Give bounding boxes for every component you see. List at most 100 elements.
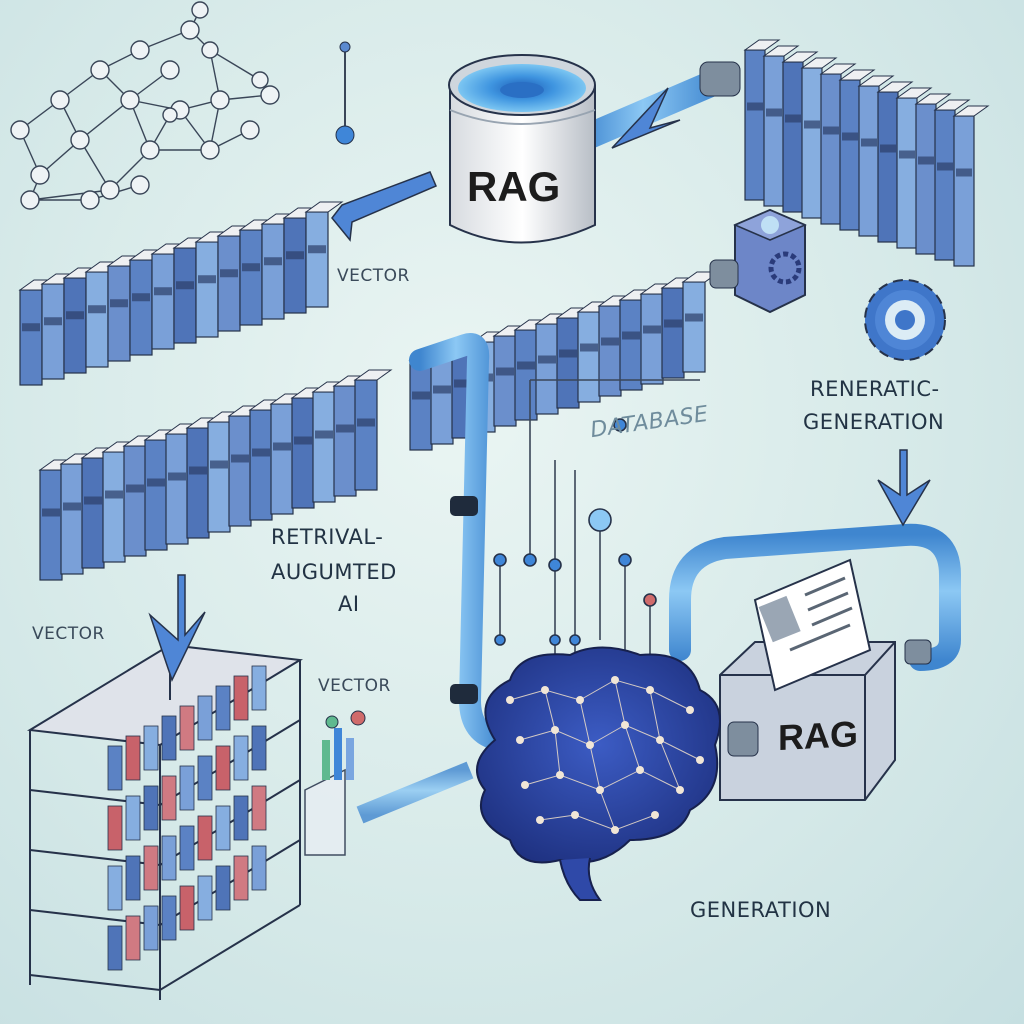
book-spine	[217, 235, 241, 332]
book-top	[876, 81, 914, 93]
shelf-book	[107, 805, 123, 851]
book-spine	[249, 409, 273, 521]
book-spine	[60, 463, 84, 575]
book-spine	[107, 265, 131, 362]
shelf-book	[233, 855, 249, 901]
book-spine	[915, 103, 937, 255]
book-band	[842, 132, 858, 141]
book-band	[918, 156, 934, 165]
book-band	[601, 337, 619, 346]
book-spine	[228, 415, 252, 527]
book-spine	[19, 289, 43, 386]
shelf-book	[125, 915, 141, 961]
shelf-book	[251, 845, 267, 891]
book-band	[252, 448, 270, 457]
shelf-book	[143, 725, 159, 771]
shelf-book	[107, 865, 123, 911]
book-band	[84, 496, 102, 505]
book-band	[154, 287, 172, 296]
book-band	[766, 108, 782, 117]
shelf-book	[215, 865, 231, 911]
vector-stand	[304, 710, 474, 856]
shelf-book	[179, 765, 195, 811]
book-spine	[207, 421, 231, 533]
pipe-vertical	[409, 333, 511, 751]
book-spine	[877, 91, 899, 243]
database-lines	[493, 379, 700, 700]
book-band	[899, 150, 915, 159]
shelf-book	[251, 785, 267, 831]
book-spine	[744, 49, 766, 201]
vector-mid-label: VECTOR	[318, 676, 391, 696]
book-spine	[354, 379, 378, 491]
shelf-book	[233, 675, 249, 721]
shelf-book	[107, 745, 123, 791]
retrieval-line2: AUGUMTED	[271, 560, 397, 584]
shelf-book	[197, 695, 213, 741]
book-spine	[41, 283, 65, 380]
book-spine	[535, 323, 559, 415]
book-spine	[896, 97, 918, 249]
book-band	[622, 331, 640, 340]
book-spine	[102, 451, 126, 563]
book-spine	[195, 241, 219, 338]
book-band	[664, 319, 682, 328]
renerative-line2: GENERATION	[803, 410, 945, 434]
book-row-lower	[408, 271, 721, 451]
shelf-book	[125, 795, 141, 841]
book-spine	[839, 79, 861, 231]
rag-top-label: RAG	[467, 163, 561, 210]
book-spine	[556, 317, 580, 409]
book-band	[220, 269, 238, 278]
book-spine	[312, 391, 336, 503]
book-band	[198, 275, 216, 284]
book-spine	[682, 281, 706, 373]
book-spine	[661, 287, 685, 379]
book-top	[304, 201, 344, 213]
book-top	[838, 69, 876, 81]
gear-icon	[864, 279, 946, 361]
renerative-line1: RENERATIC-	[810, 377, 940, 401]
book-band	[643, 325, 661, 334]
book-spine	[820, 73, 842, 225]
shelf-book	[161, 715, 177, 761]
book-spine	[123, 445, 147, 557]
book-spine	[291, 397, 315, 509]
book-band	[286, 251, 304, 260]
database-cylinder-icon	[448, 54, 596, 244]
shelf-book	[197, 815, 213, 861]
book-row-upper	[18, 201, 344, 386]
book-band	[105, 490, 123, 499]
book-spine	[934, 109, 956, 261]
network-graph-icon	[10, 1, 280, 210]
book-band	[496, 367, 514, 376]
shelf-book	[215, 805, 231, 851]
arrow-down-left	[148, 574, 206, 682]
book-spine	[144, 439, 168, 551]
book-band	[747, 102, 763, 111]
book-spine	[261, 223, 285, 320]
book-spine	[39, 469, 63, 581]
book-band	[63, 502, 81, 511]
retrieval-line3: AI	[338, 592, 360, 616]
book-band	[412, 391, 430, 400]
book-band	[147, 478, 165, 487]
shelf-book	[233, 795, 249, 841]
book-band	[308, 245, 326, 254]
shelf-book	[143, 905, 159, 951]
book-spine	[801, 67, 823, 219]
book-spine	[239, 229, 263, 326]
shelf-book	[161, 895, 177, 941]
rag-box	[719, 558, 896, 801]
pipe-top	[567, 61, 741, 153]
shelf-book	[161, 835, 177, 881]
book-spine	[858, 85, 880, 237]
book-band	[132, 293, 150, 302]
book-band	[264, 257, 282, 266]
book-spine	[81, 457, 105, 569]
book-spine	[63, 277, 87, 374]
book-band	[210, 460, 228, 469]
document-icon	[753, 558, 872, 692]
book-spine	[305, 211, 329, 308]
brain-icon	[476, 646, 721, 901]
